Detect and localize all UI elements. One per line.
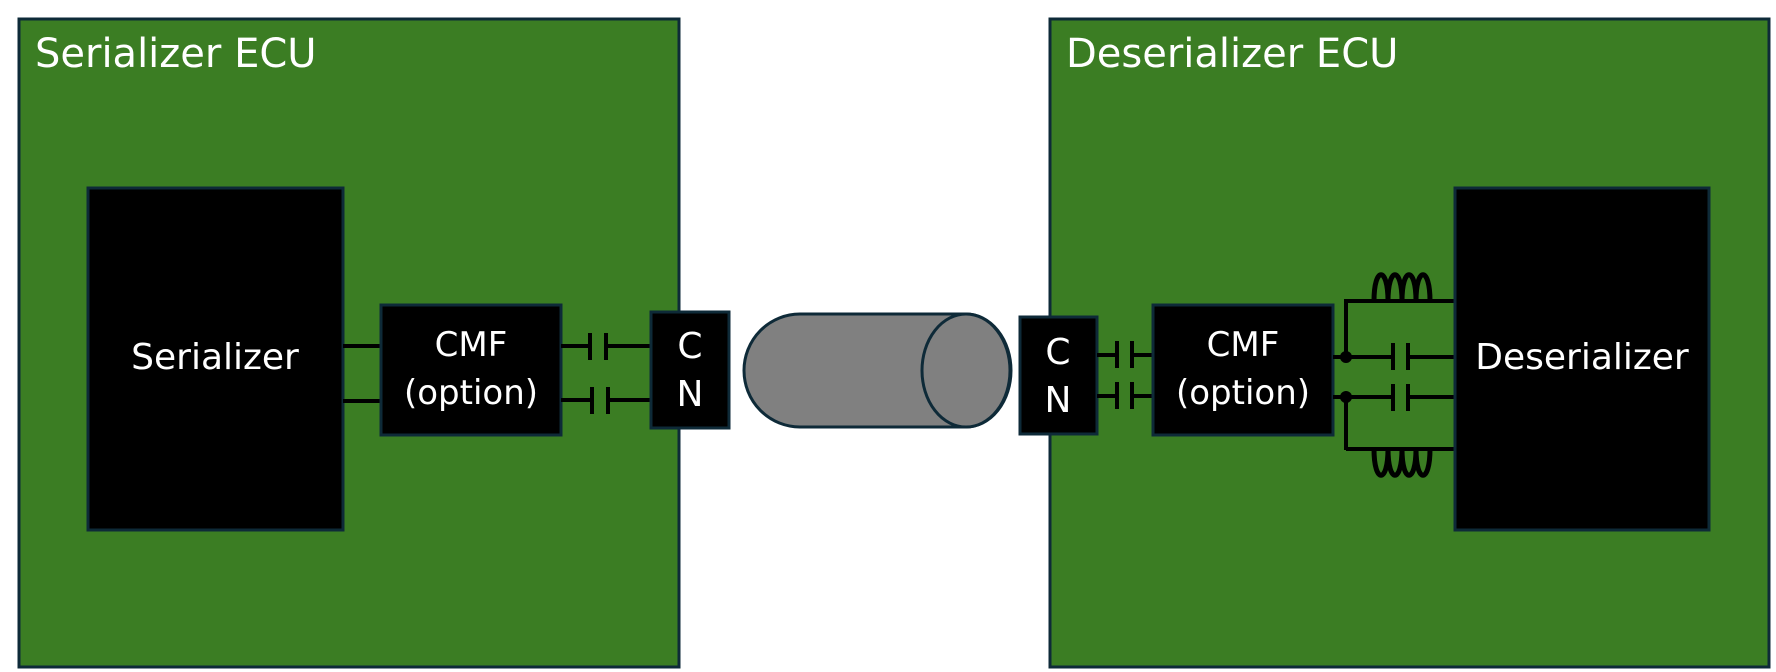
deserializer-cmf-label-line2: (option) <box>1176 373 1310 413</box>
deserializer-chip <box>1453 186 1711 532</box>
deserializer-ac-capacitor-p <box>1097 341 1153 368</box>
serializer-chip <box>86 186 345 532</box>
poc-branch-capacitor-n <box>1346 384 1455 411</box>
deserializer-connector-label-c: C <box>1045 332 1070 373</box>
deserializer-ac-capacitor-n <box>1097 382 1153 409</box>
serializer-connector <box>649 310 731 430</box>
poc-inductor-bottom-icon <box>1346 447 1455 478</box>
deserializer-cmf-block <box>1151 303 1335 437</box>
serializer-cmf-label-line2: (option) <box>404 373 538 413</box>
serializer-cmf-label-line1: CMF <box>435 325 508 365</box>
cable-end-face <box>920 312 1012 429</box>
serializer-chip-label: Serializer <box>131 337 299 378</box>
serializer-ac-capacitor-p <box>561 333 651 360</box>
poc-network <box>1333 272 1455 478</box>
deserializer-connector-label-n: N <box>1045 380 1072 421</box>
deserializer-ecu-title: Deserializer ECU <box>1066 31 1398 77</box>
poc-inductor-top-icon <box>1346 272 1455 303</box>
serializer-ac-capacitor-n <box>561 387 651 414</box>
coax-cable <box>742 312 1013 429</box>
deserializer-cmf-label-line1: CMF <box>1207 325 1280 365</box>
serializer-connector-label-n: N <box>677 374 704 415</box>
poc-branch-capacitor-p <box>1346 343 1455 370</box>
serializer-connector-label-c: C <box>677 326 702 367</box>
deserializer-chip-label: Deserializer <box>1475 337 1689 378</box>
deserializer-connector <box>1018 315 1099 436</box>
serializer-ecu: Serializer ECU Serializer CMF (option) C… <box>17 17 731 669</box>
serializer-cmf-block <box>379 303 563 437</box>
serializer-ecu-title: Serializer ECU <box>35 31 317 77</box>
deserializer-ecu: Deserializer ECU C N CMF (option) <box>1018 17 1771 669</box>
